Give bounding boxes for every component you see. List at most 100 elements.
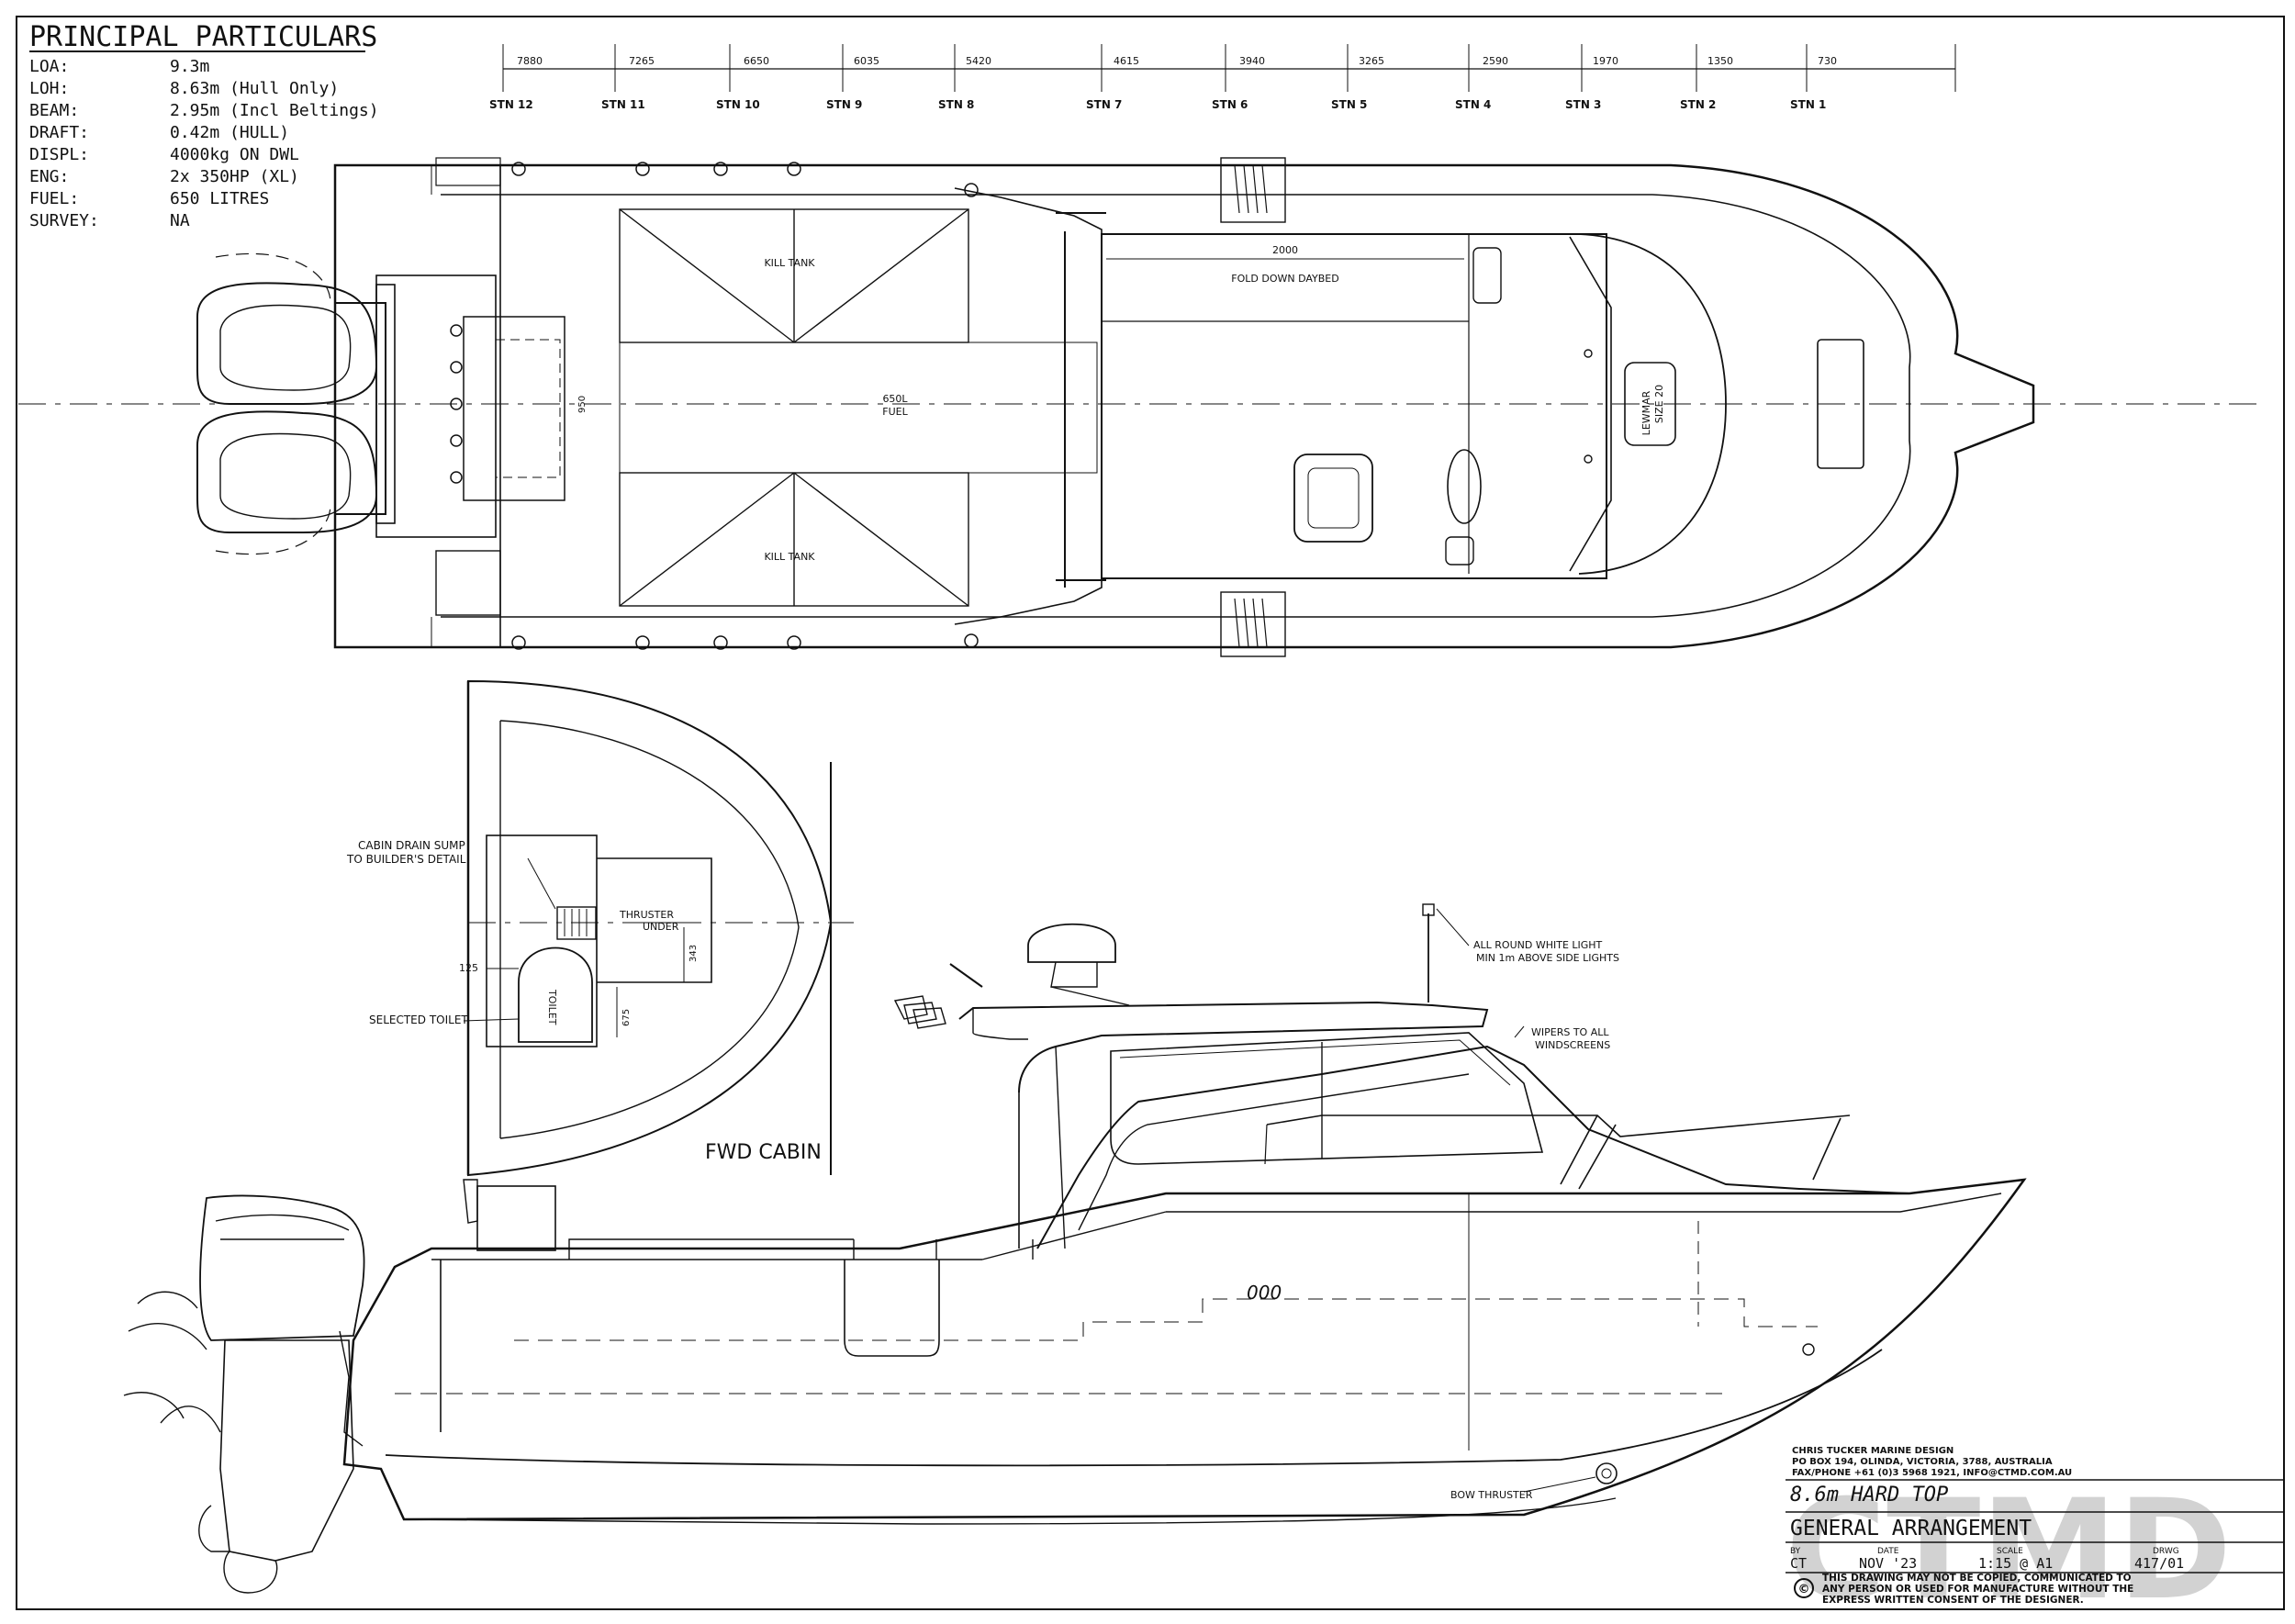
station-dimension-line: 7880 7265 6650 6035 5420 4615 3940 3265 2590 1970… [489,44,1956,111]
particular-label: DISPL: [29,145,89,164]
hardtop-roof [958,1001,1489,1093]
station-label: STN 12 [489,98,533,111]
rod-holders [511,162,979,650]
particulars-title: PRINCIPAL PARTICULARS [29,21,377,53]
station-dimension: 3940 [1239,55,1265,67]
bow-fitting [1817,339,1864,469]
station-dimension: 6035 [854,55,879,67]
particular-value: 0.42m (HULL) [170,123,289,142]
particular-label: DRAFT: [29,123,89,142]
station-dimension: 3265 [1359,55,1384,67]
bow-thruster [1595,1462,1618,1484]
station-label: STN 9 [826,98,862,111]
fuel-volume-label: 650L [882,393,908,405]
station-label: STN 2 [1680,98,1716,111]
selected-toilet-label: SELECTED TOILET [369,1014,468,1026]
lewmar-brand: LEWMAR [1640,390,1652,435]
particular-value: 650 LITRES [170,189,269,208]
thruster-label-1: THRUSTER [619,909,674,921]
station-label: STN 10 [716,98,760,111]
station-dimension: 6650 [744,55,769,67]
station-dimension: 5420 [966,55,991,67]
particular-label: LOA: [29,57,69,76]
title-field-label: SCALE [1997,1547,2023,1556]
station-label: STN 8 [938,98,974,111]
station-dimension: 7880 [517,55,543,67]
particular-value: 2x 350HP (XL) [170,167,299,186]
particular-label: LOH: [29,79,69,98]
toilet [518,946,593,1043]
station-dimension: 2590 [1483,55,1508,67]
station-dimension: 730 [1818,55,1837,67]
sheet-border [16,16,2285,1610]
particular-label: FUEL: [29,189,79,208]
particular-value: 4000kg ON DWL [170,145,299,164]
daybed-label: FOLD DOWN DAYBED [1231,273,1338,285]
copyright-icon [1794,1578,1814,1598]
particular-value: 9.3m [170,57,209,76]
station-dimension: 1350 [1707,55,1733,67]
title-block: CHRIS TUCKER MARINE DESIGN PO BOX 194, O… [1786,1446,2284,1624]
station-label: STN 4 [1455,98,1491,111]
fuel-label: FUEL [882,406,908,418]
wipers-label-1: WIPERS TO ALL [1531,1026,1609,1038]
stern-hatch [463,316,565,501]
title-field-label: DRWG [2153,1547,2179,1556]
drawing-title: GENERAL ARRANGEMENT [1790,1517,2032,1540]
transom-dimension: 950 [577,396,588,413]
cabin-drain-label-1: CABIN DRAIN SUMP [358,839,465,852]
toilet-label: TOILET [546,989,558,1025]
station-label: STN 11 [601,98,645,111]
title-field-value: NOV '23 [1859,1555,1917,1572]
thruster-label-2: UNDER [643,921,679,933]
disclaimer-line-1: THIS DRAWING MAY NOT BE COPIED, COMMUNIC… [1822,1573,2132,1584]
lewmar-size: SIZE 20 [1653,385,1665,423]
disclaimer-line-3: EXPRESS WRITTEN CONSENT OF THE DESIGNER. [1822,1595,2084,1606]
station-label: STN 7 [1086,98,1122,111]
copyright-symbol: © [1798,1583,1810,1596]
plan-view [18,157,2258,657]
profile-view [123,903,2027,1594]
particular-value: 8.63m (Hull Only) [170,79,339,98]
stations: 7880 7265 6650 6035 5420 4615 3940 3265 2590 1970… [489,44,1956,111]
hull-outline [333,163,2035,649]
disclaimer-line-2: ANY PERSON OR USED FOR MANUFACTURE WITHO… [1822,1584,2133,1595]
kill-tank-bottom-label: KILL TANK [764,551,815,563]
title-field-label: DATE [1877,1547,1899,1556]
station-dimension: 7265 [629,55,655,67]
hull-profile [342,1178,2027,1521]
light-label-1: ALL ROUND WHITE LIGHT [1473,939,1603,951]
bow-thruster-label: BOW THRUSTER [1450,1489,1533,1501]
light-label-2: MIN 1m ABOVE SIDE LIGHTS [1476,952,1619,964]
cabin-window [1110,1032,1544,1165]
station-label: STN 1 [1790,98,1826,111]
particular-label: SURVEY: [29,211,99,230]
fwd-cabin-title: FWD CABIN [705,1141,822,1164]
station-label: STN 5 [1331,98,1367,111]
station-dimension: 4615 [1114,55,1139,67]
ctmd-logo: CTMD [1786,1471,2232,1620]
title-field-label: BY [1790,1547,1801,1556]
daybed-dimension: 2000 [1272,244,1298,256]
station-dimension: 1970 [1593,55,1618,67]
company-address: PO BOX 194, OLINDA, VICTORIA, 3788, AUST… [1792,1457,2053,1467]
hull-number-mark: 000 [1247,1282,1282,1304]
particular-label: ENG: [29,167,69,186]
kill-tanks [619,208,1098,607]
steering-wheel [1447,449,1482,524]
particular-value: NA [170,211,190,230]
kill-tank-top-label: KILL TANK [764,257,815,269]
project-title: 8.6m HARD TOP [1790,1484,1948,1506]
particular-value: 2.95m (Incl Beltings) [170,101,379,120]
station-label: STN 6 [1212,98,1248,111]
station-label: STN 3 [1565,98,1601,111]
outboard-engines [196,252,396,555]
particular-label: BEAM: [29,101,79,120]
helm-seat [1293,454,1373,543]
company-name: CHRIS TUCKER MARINE DESIGN [1792,1446,1954,1456]
